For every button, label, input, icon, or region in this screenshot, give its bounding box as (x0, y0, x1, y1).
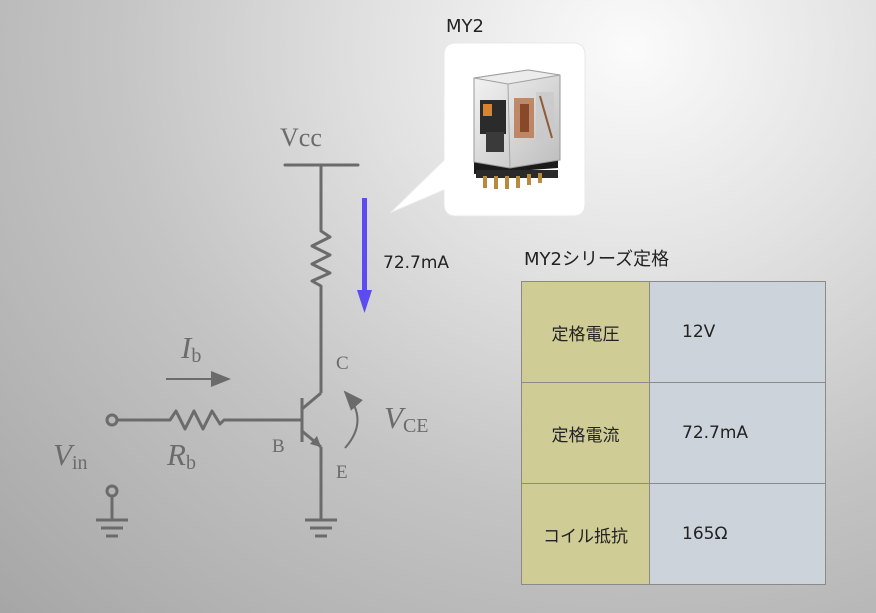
table-row: コイル抵抗 165Ω (521, 483, 826, 585)
relay-photo (473, 69, 561, 189)
relay-model-label: MY2 (446, 16, 484, 37)
base-label: B (272, 436, 285, 457)
ib-label: Ib (180, 330, 201, 367)
base-resistor (165, 409, 302, 431)
emitter-label: E (336, 462, 348, 483)
vin-ground-terminal (105, 484, 119, 498)
spec-label-rated-voltage: 定格電圧 (521, 281, 650, 383)
ground-symbol-emitter (305, 518, 337, 538)
npn-transistor (300, 391, 322, 449)
current-value-label: 72.7mA (383, 253, 449, 273)
ground-symbol-input (96, 518, 128, 538)
vce-arc-arrow (343, 390, 363, 449)
collector-label: C (336, 353, 349, 374)
collector-current-arrow (357, 198, 372, 313)
table-row: 定格電流 72.7mA (521, 382, 826, 484)
spec-label-rated-current: 定格電流 (521, 382, 650, 484)
spec-label-coil-resistance: コイル抵抗 (521, 483, 650, 585)
table-row: 定格電圧 12V (521, 281, 826, 383)
spec-value-coil-resistance: 165Ω (649, 483, 826, 585)
collector-resistor (310, 225, 332, 290)
spec-value-rated-current: 72.7mA (649, 382, 826, 484)
vce-label: VCE (384, 400, 429, 437)
spec-table: 定格電圧 12V 定格電流 72.7mA コイル抵抗 165Ω (521, 281, 826, 585)
vin-label: Vin (53, 437, 88, 474)
vcc-label: Vcc (280, 123, 322, 152)
spec-table-title: MY2シリーズ定格 (524, 249, 670, 270)
vin-terminal (105, 413, 119, 427)
rb-label: Rb (166, 437, 196, 474)
spec-value-rated-voltage: 12V (649, 281, 826, 383)
vcc-rail (283, 163, 360, 227)
